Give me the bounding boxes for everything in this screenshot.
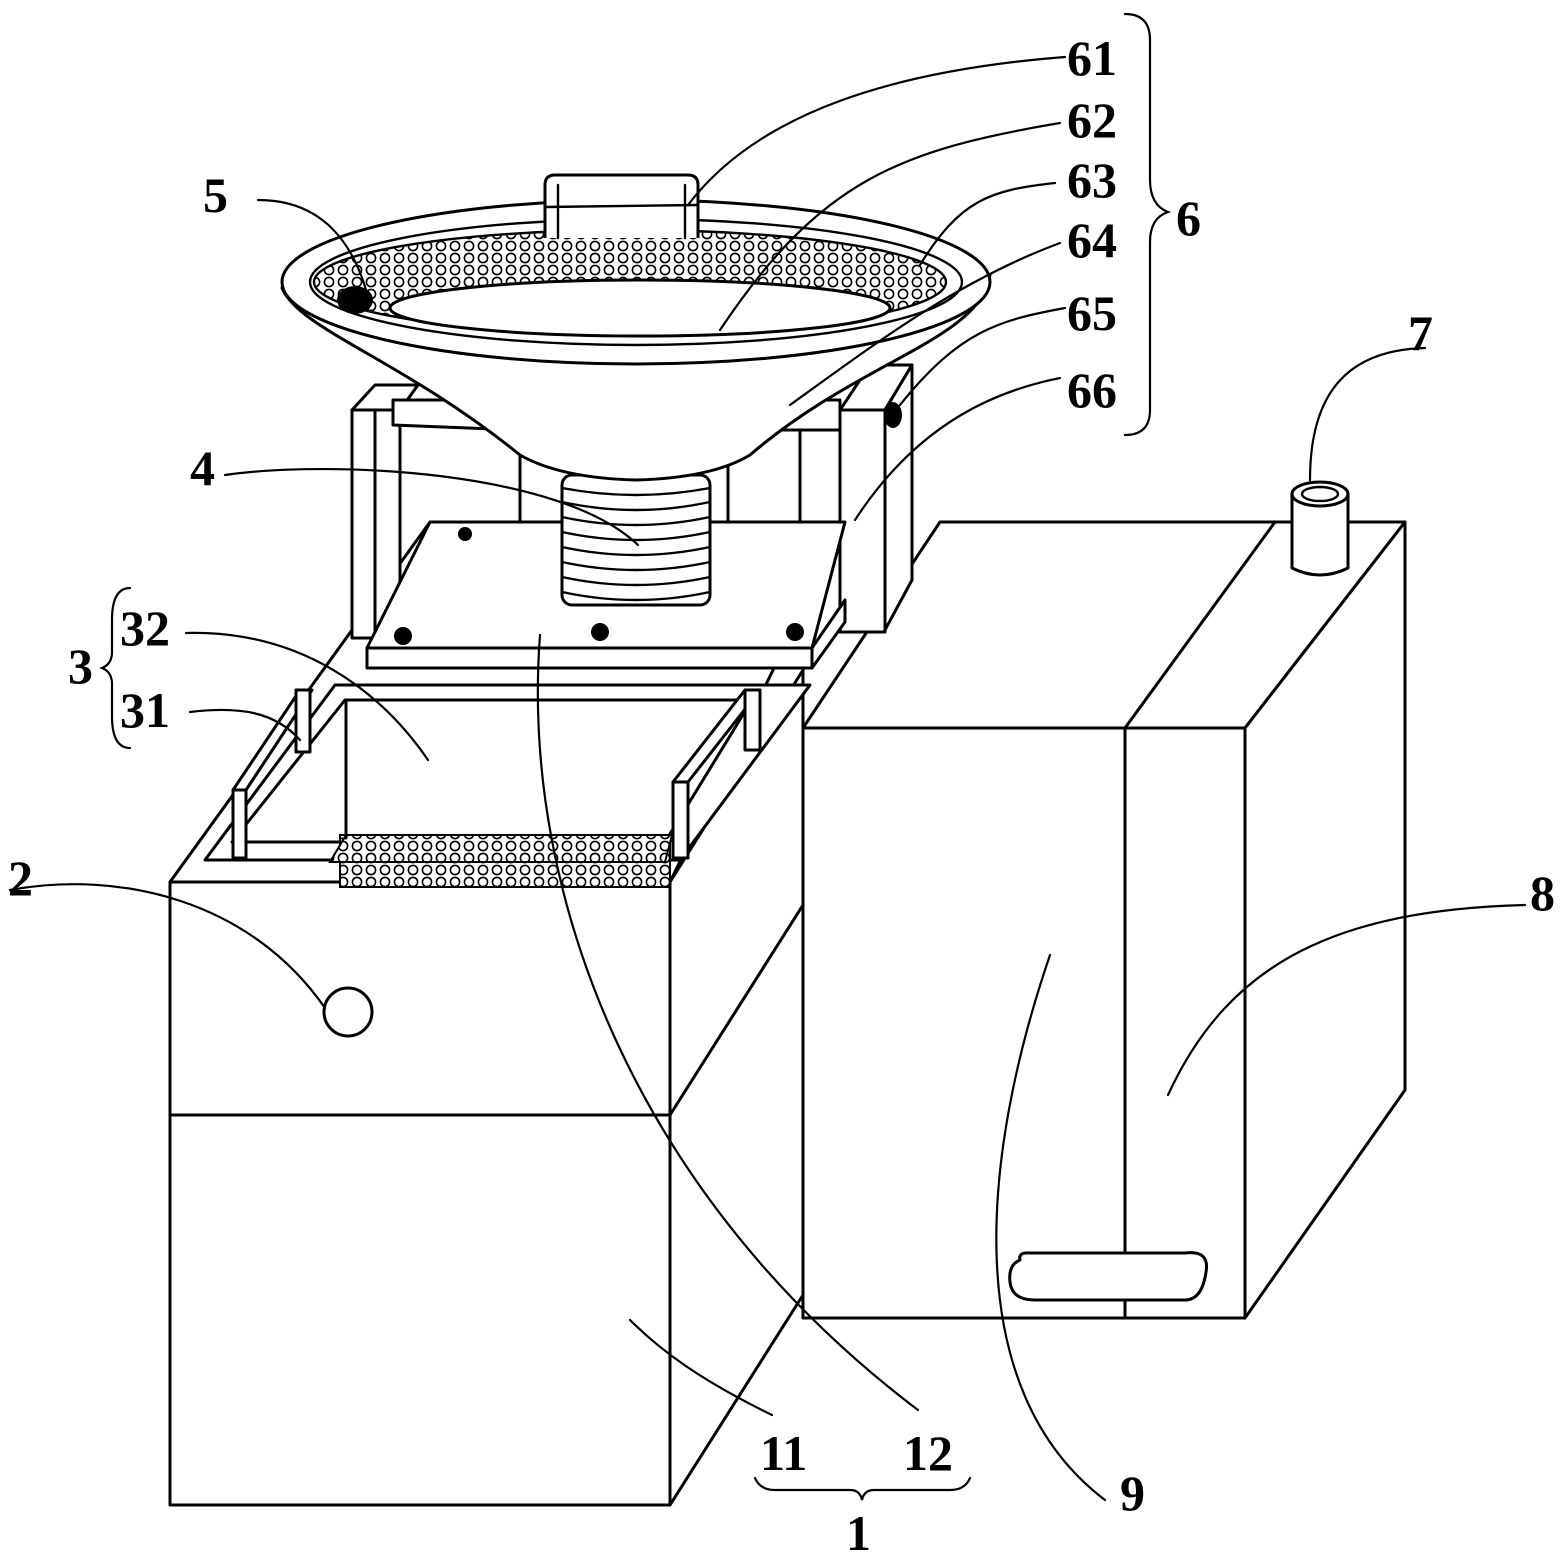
label-65: 65 — [1067, 285, 1117, 341]
label-1: 1 — [846, 1505, 871, 1560]
leader-lines — [8, 12, 1527, 1502]
label-9: 9 — [1120, 1465, 1145, 1521]
bellows-spring — [560, 473, 712, 607]
label-3: 3 — [68, 638, 93, 694]
label-32: 32 — [120, 600, 170, 656]
reference-labels: 61 62 63 64 65 66 6 7 8 9 5 4 3 32 31 2 … — [8, 30, 1555, 1560]
drawer-handle[interactable] — [1008, 1251, 1209, 1302]
label-66: 66 — [1067, 362, 1117, 418]
filter-tray — [203, 683, 812, 888]
side-divider — [668, 903, 805, 1117]
label-61: 61 — [1067, 30, 1117, 86]
label-11: 11 — [760, 1425, 807, 1481]
label-31: 31 — [120, 682, 170, 738]
label-7: 7 — [1408, 305, 1433, 361]
inlet-pipe — [1290, 480, 1350, 577]
label-62: 62 — [1067, 92, 1117, 148]
label-64: 64 — [1067, 212, 1117, 268]
label-63: 63 — [1067, 152, 1117, 208]
switch-button[interactable] — [884, 402, 902, 428]
label-6: 6 — [1176, 190, 1201, 246]
label-4: 4 — [190, 440, 215, 496]
label-8: 8 — [1530, 865, 1555, 921]
right-cabinet — [801, 520, 1407, 1320]
label-2: 2 — [8, 850, 33, 906]
hopper — [280, 173, 992, 482]
indicator-light[interactable] — [322, 986, 374, 1038]
top-seam — [1123, 520, 1277, 730]
label-12: 12 — [903, 1425, 953, 1481]
label-5: 5 — [203, 167, 228, 223]
sieve-plate — [388, 278, 892, 338]
